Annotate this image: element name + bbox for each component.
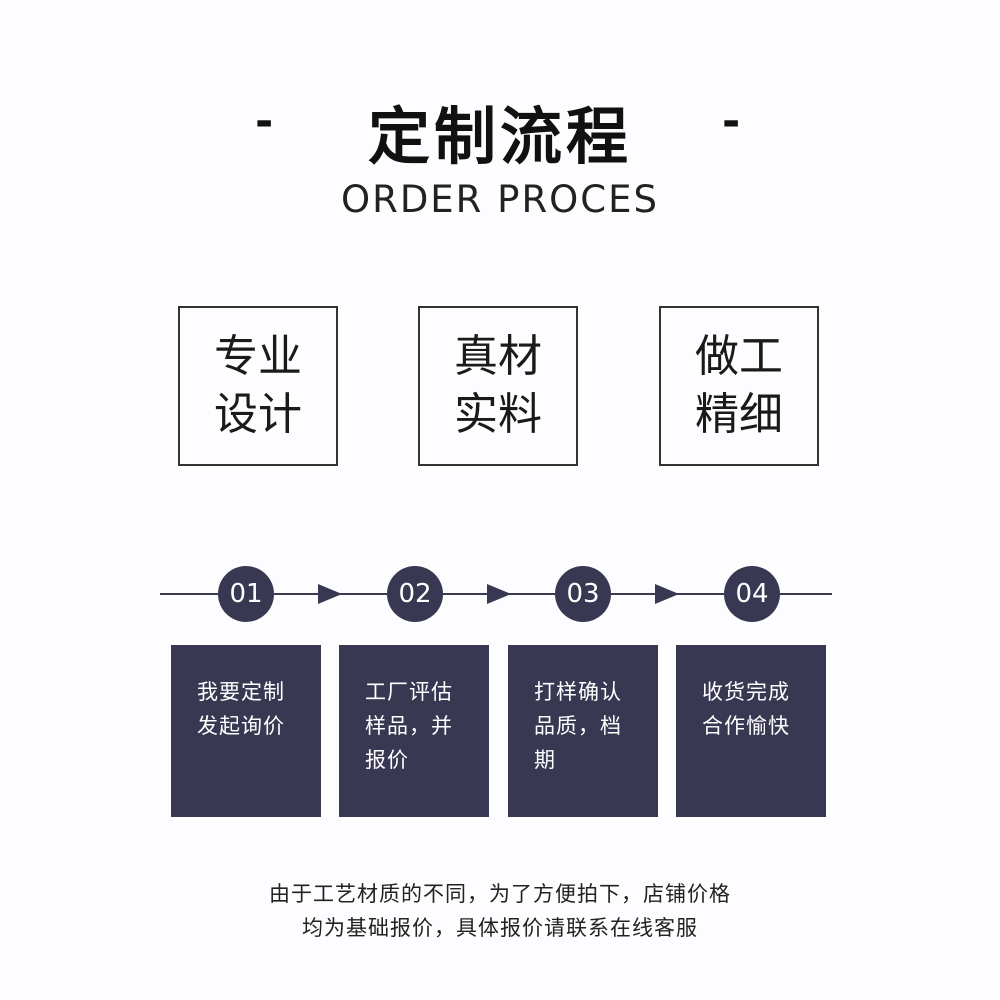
step-text-line: 收货完成: [702, 680, 790, 704]
step-text-line: 期: [534, 748, 556, 772]
step-text-line: 发起询价: [197, 714, 285, 738]
step-card-delivery: 收货完成 合作愉快: [676, 645, 826, 817]
feature-line: 实料: [454, 389, 542, 440]
step-number-04: 04: [724, 566, 780, 622]
page-title: 定制流程: [367, 100, 632, 173]
feature-box-craft: 做工 精细: [659, 306, 819, 466]
feature-line: 真材: [454, 331, 542, 382]
step-number-03: 03: [555, 566, 611, 622]
step-text-line: 合作愉快: [702, 714, 790, 738]
feature-line: 精细: [695, 389, 783, 440]
step-number-02: 02: [387, 566, 443, 622]
step-text-line: 样品，并: [365, 714, 453, 738]
arrow-right-icon: [655, 584, 679, 604]
arrow-right-icon: [487, 584, 511, 604]
title-dash-right: -: [722, 96, 741, 147]
step-text-line: 报价: [365, 748, 409, 772]
step-number-01: 01: [218, 566, 274, 622]
pricing-note-line-1: 由于工艺材质的不同，为了方便拍下，店铺价格: [269, 882, 731, 906]
feature-line: 做工: [695, 331, 783, 382]
step-text-line: 我要定制: [197, 680, 285, 704]
arrow-right-icon: [318, 584, 342, 604]
step-card-inquiry: 我要定制 发起询价: [171, 645, 321, 817]
pricing-note-line-2: 均为基础报价，具体报价请联系在线客服: [302, 916, 698, 940]
feature-box-design: 专业 设计: [178, 306, 338, 466]
feature-box-material: 真材 实料: [418, 306, 578, 466]
step-text-line: 打样确认: [534, 680, 622, 704]
feature-line: 设计: [214, 389, 302, 440]
feature-line: 专业: [214, 331, 302, 382]
step-text-line: 品质，档: [534, 714, 622, 738]
page-subtitle: ORDER PROCES: [340, 178, 659, 221]
step-card-sample: 打样确认 品质，档 期: [508, 645, 658, 817]
step-card-evaluate: 工厂评估 样品，并 报价: [339, 645, 489, 817]
title-dash-left: -: [255, 96, 274, 147]
step-text-line: 工厂评估: [365, 680, 453, 704]
